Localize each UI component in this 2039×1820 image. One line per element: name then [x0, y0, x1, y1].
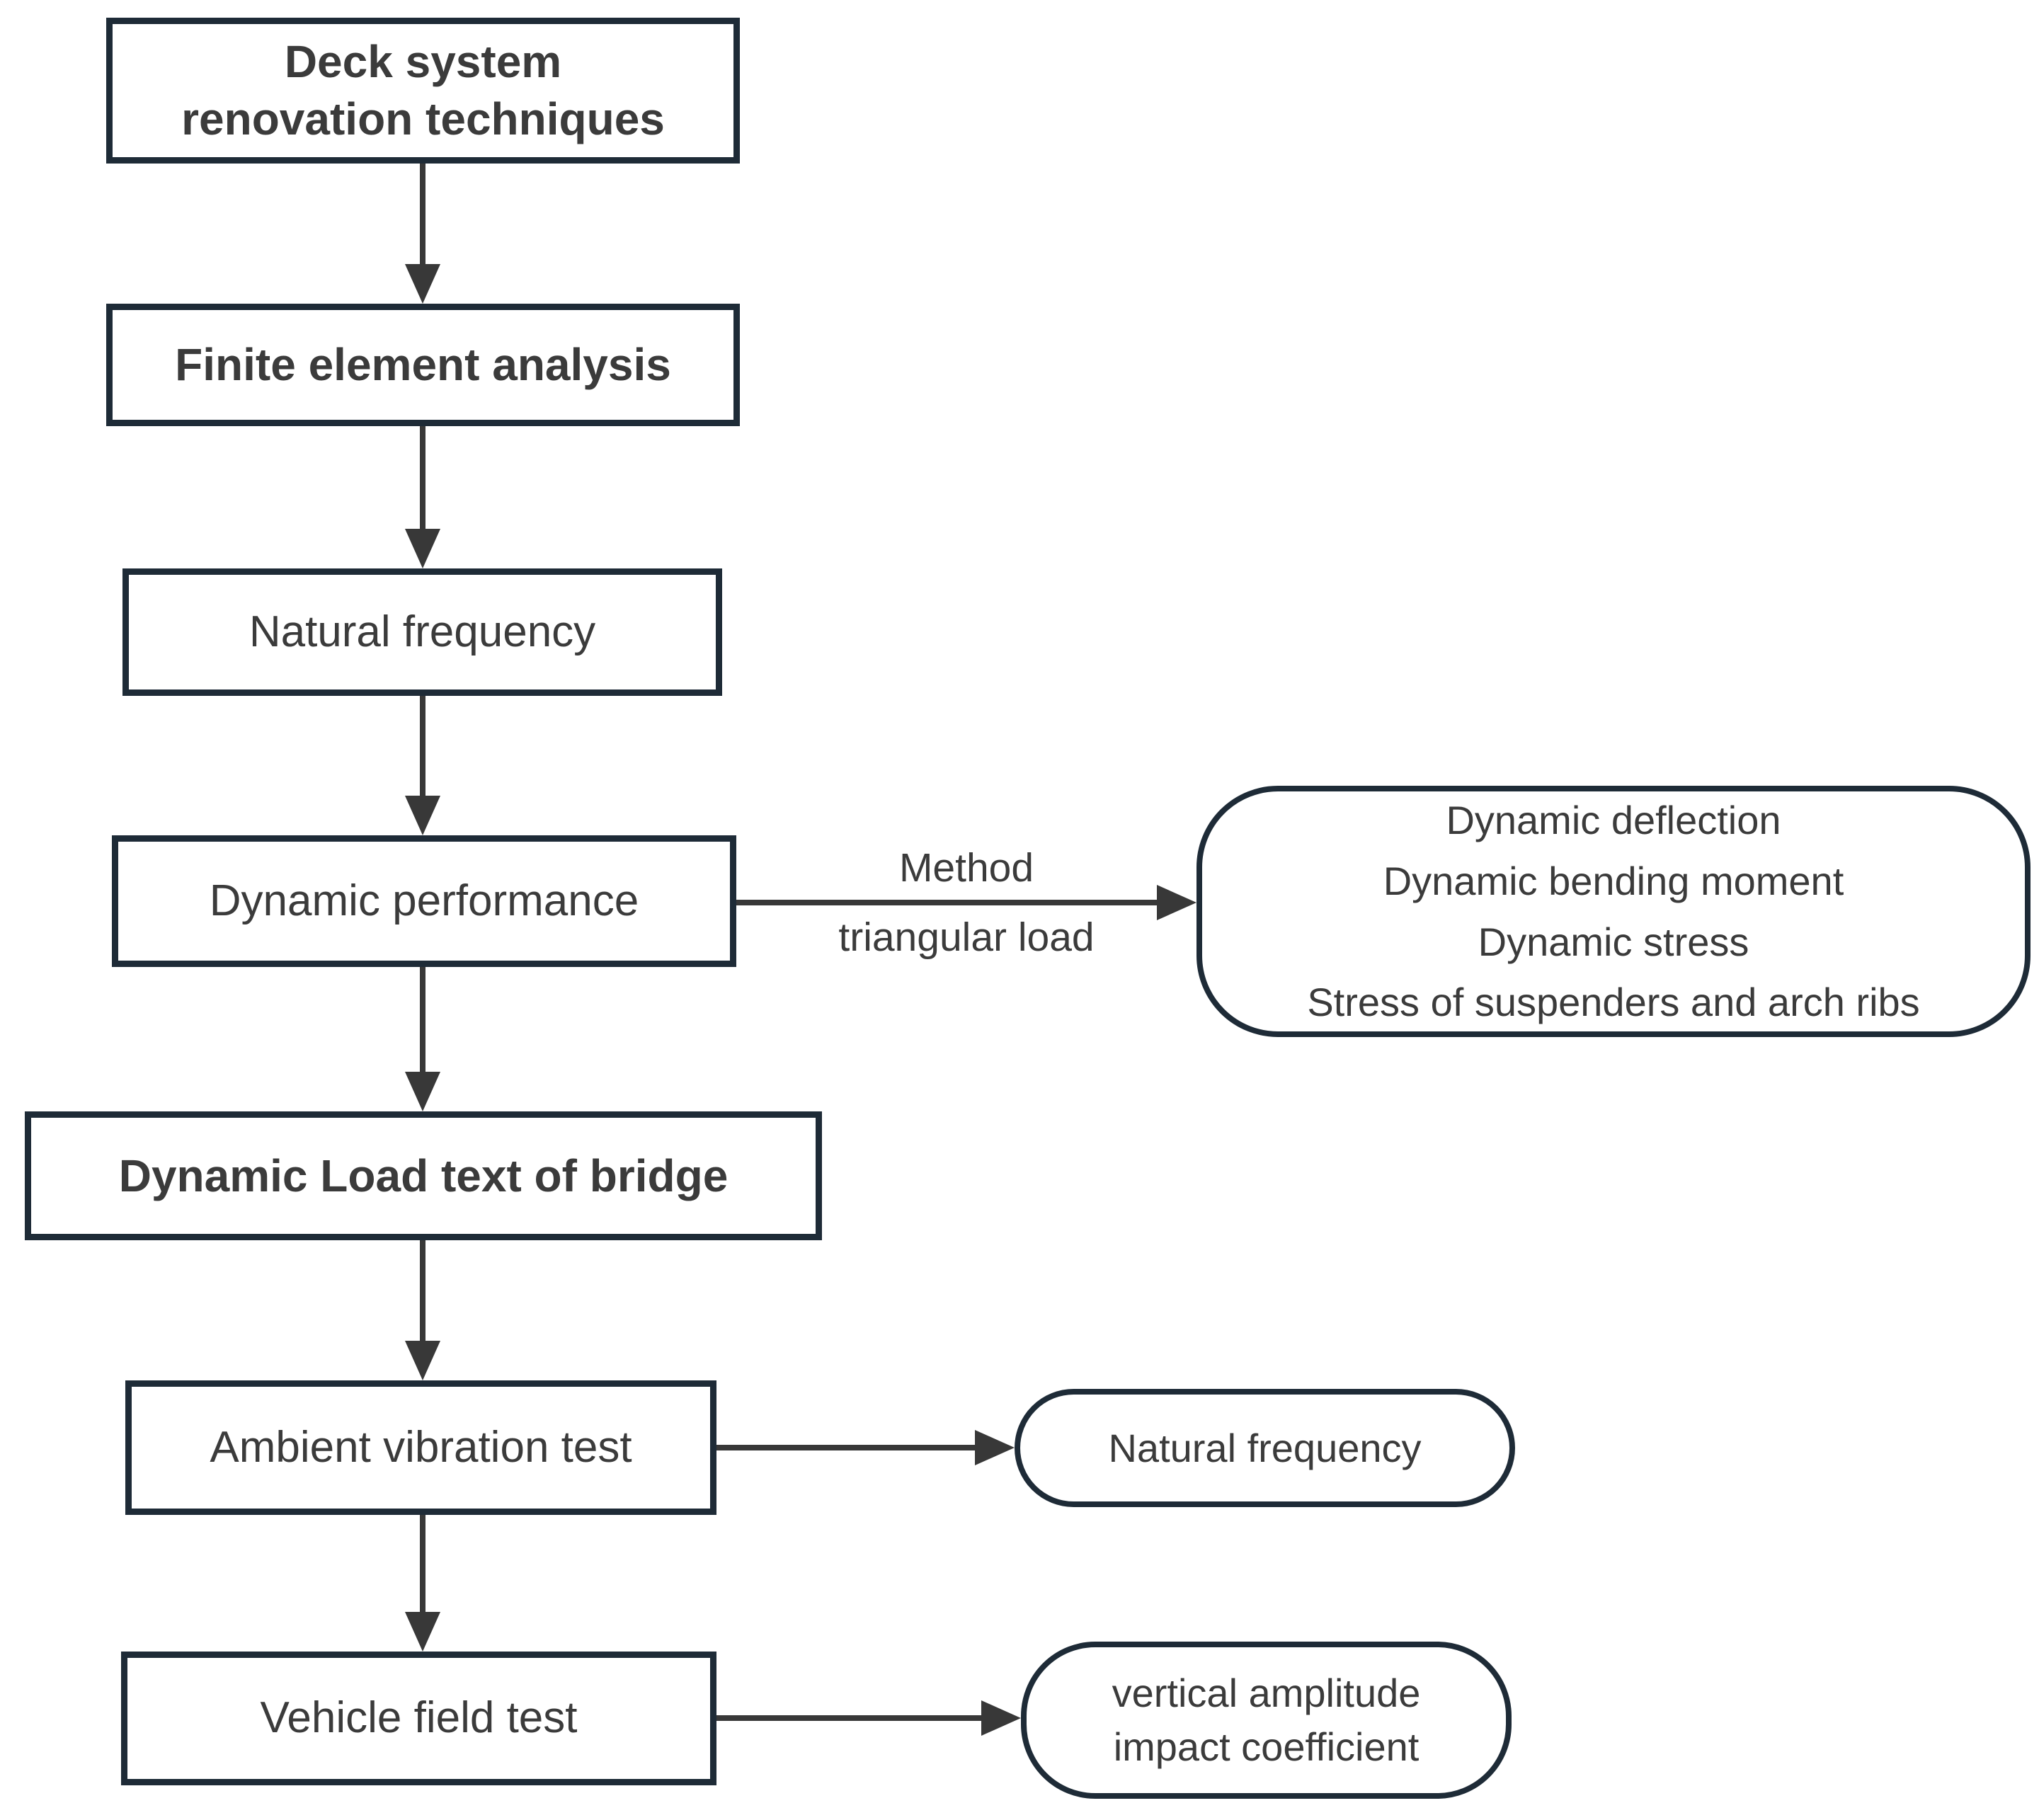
connector-dynperf-to-loadtest-line — [420, 967, 425, 1072]
node-ambient-vibration-test: Ambient vibration test — [125, 1380, 716, 1515]
node-deck-system-line1: Deck system — [284, 36, 562, 88]
node-natural-frequency: Natural frequency — [122, 568, 722, 696]
node-dynamic-load-test: Dynamic Load text of bridge — [25, 1111, 822, 1240]
node-vehicle-field-test: Vehicle field test — [121, 1652, 716, 1785]
edge-label-method: Method — [898, 845, 1034, 891]
result-impact-line1: vertical amplitude — [1112, 1671, 1421, 1716]
connector-fea-to-natfreq-line — [420, 426, 425, 529]
arrow-down-icon — [405, 264, 440, 304]
connector-ambient-to-vehicle-line — [420, 1515, 425, 1612]
node-deck-system-line2: renovation techniques — [181, 93, 665, 144]
arrow-right-icon — [1157, 885, 1196, 920]
arrow-down-icon — [405, 796, 440, 835]
result-impact-coefficient: vertical amplitude impact coefficient — [1021, 1642, 1512, 1799]
arrow-down-icon — [405, 529, 440, 568]
connector-ambient-to-natfreq-line — [716, 1445, 975, 1450]
node-deck-system-renovation: Deck system renovation techniques — [106, 18, 740, 164]
arrow-right-icon — [975, 1430, 1015, 1465]
node-finite-element-analysis: Finite element analysis — [106, 304, 740, 426]
arrow-down-icon — [405, 1341, 440, 1380]
connector-vehicle-to-impact-line — [716, 1715, 981, 1721]
connector-deck-to-fea-line — [420, 164, 425, 264]
result-dynamic-outputs-line2: Dynamic bending moment — [1383, 858, 1844, 903]
result-natural-frequency: Natural frequency — [1015, 1389, 1515, 1507]
result-dynamic-outputs-line1: Dynamic deflection — [1446, 798, 1781, 843]
result-dynamic-outputs-line3: Dynamic stress — [1478, 919, 1749, 964]
connector-natfreq-to-dynperf-line — [420, 696, 425, 796]
node-dynamic-performance: Dynamic performance — [112, 835, 736, 967]
connector-dynperf-to-outputs-line — [736, 900, 1157, 905]
result-impact-line2: impact coefficient — [1113, 1724, 1420, 1769]
arrow-right-icon — [981, 1700, 1021, 1736]
edge-label-triangular-load: triangular load — [838, 915, 1095, 960]
result-dynamic-outputs: Dynamic deflection Dynamic bending momen… — [1196, 786, 2031, 1037]
result-dynamic-outputs-line4: Stress of suspenders and arch ribs — [1307, 980, 1920, 1025]
arrow-down-icon — [405, 1072, 440, 1111]
connector-loadtest-to-ambient-line — [420, 1240, 425, 1341]
arrow-down-icon — [405, 1612, 440, 1652]
